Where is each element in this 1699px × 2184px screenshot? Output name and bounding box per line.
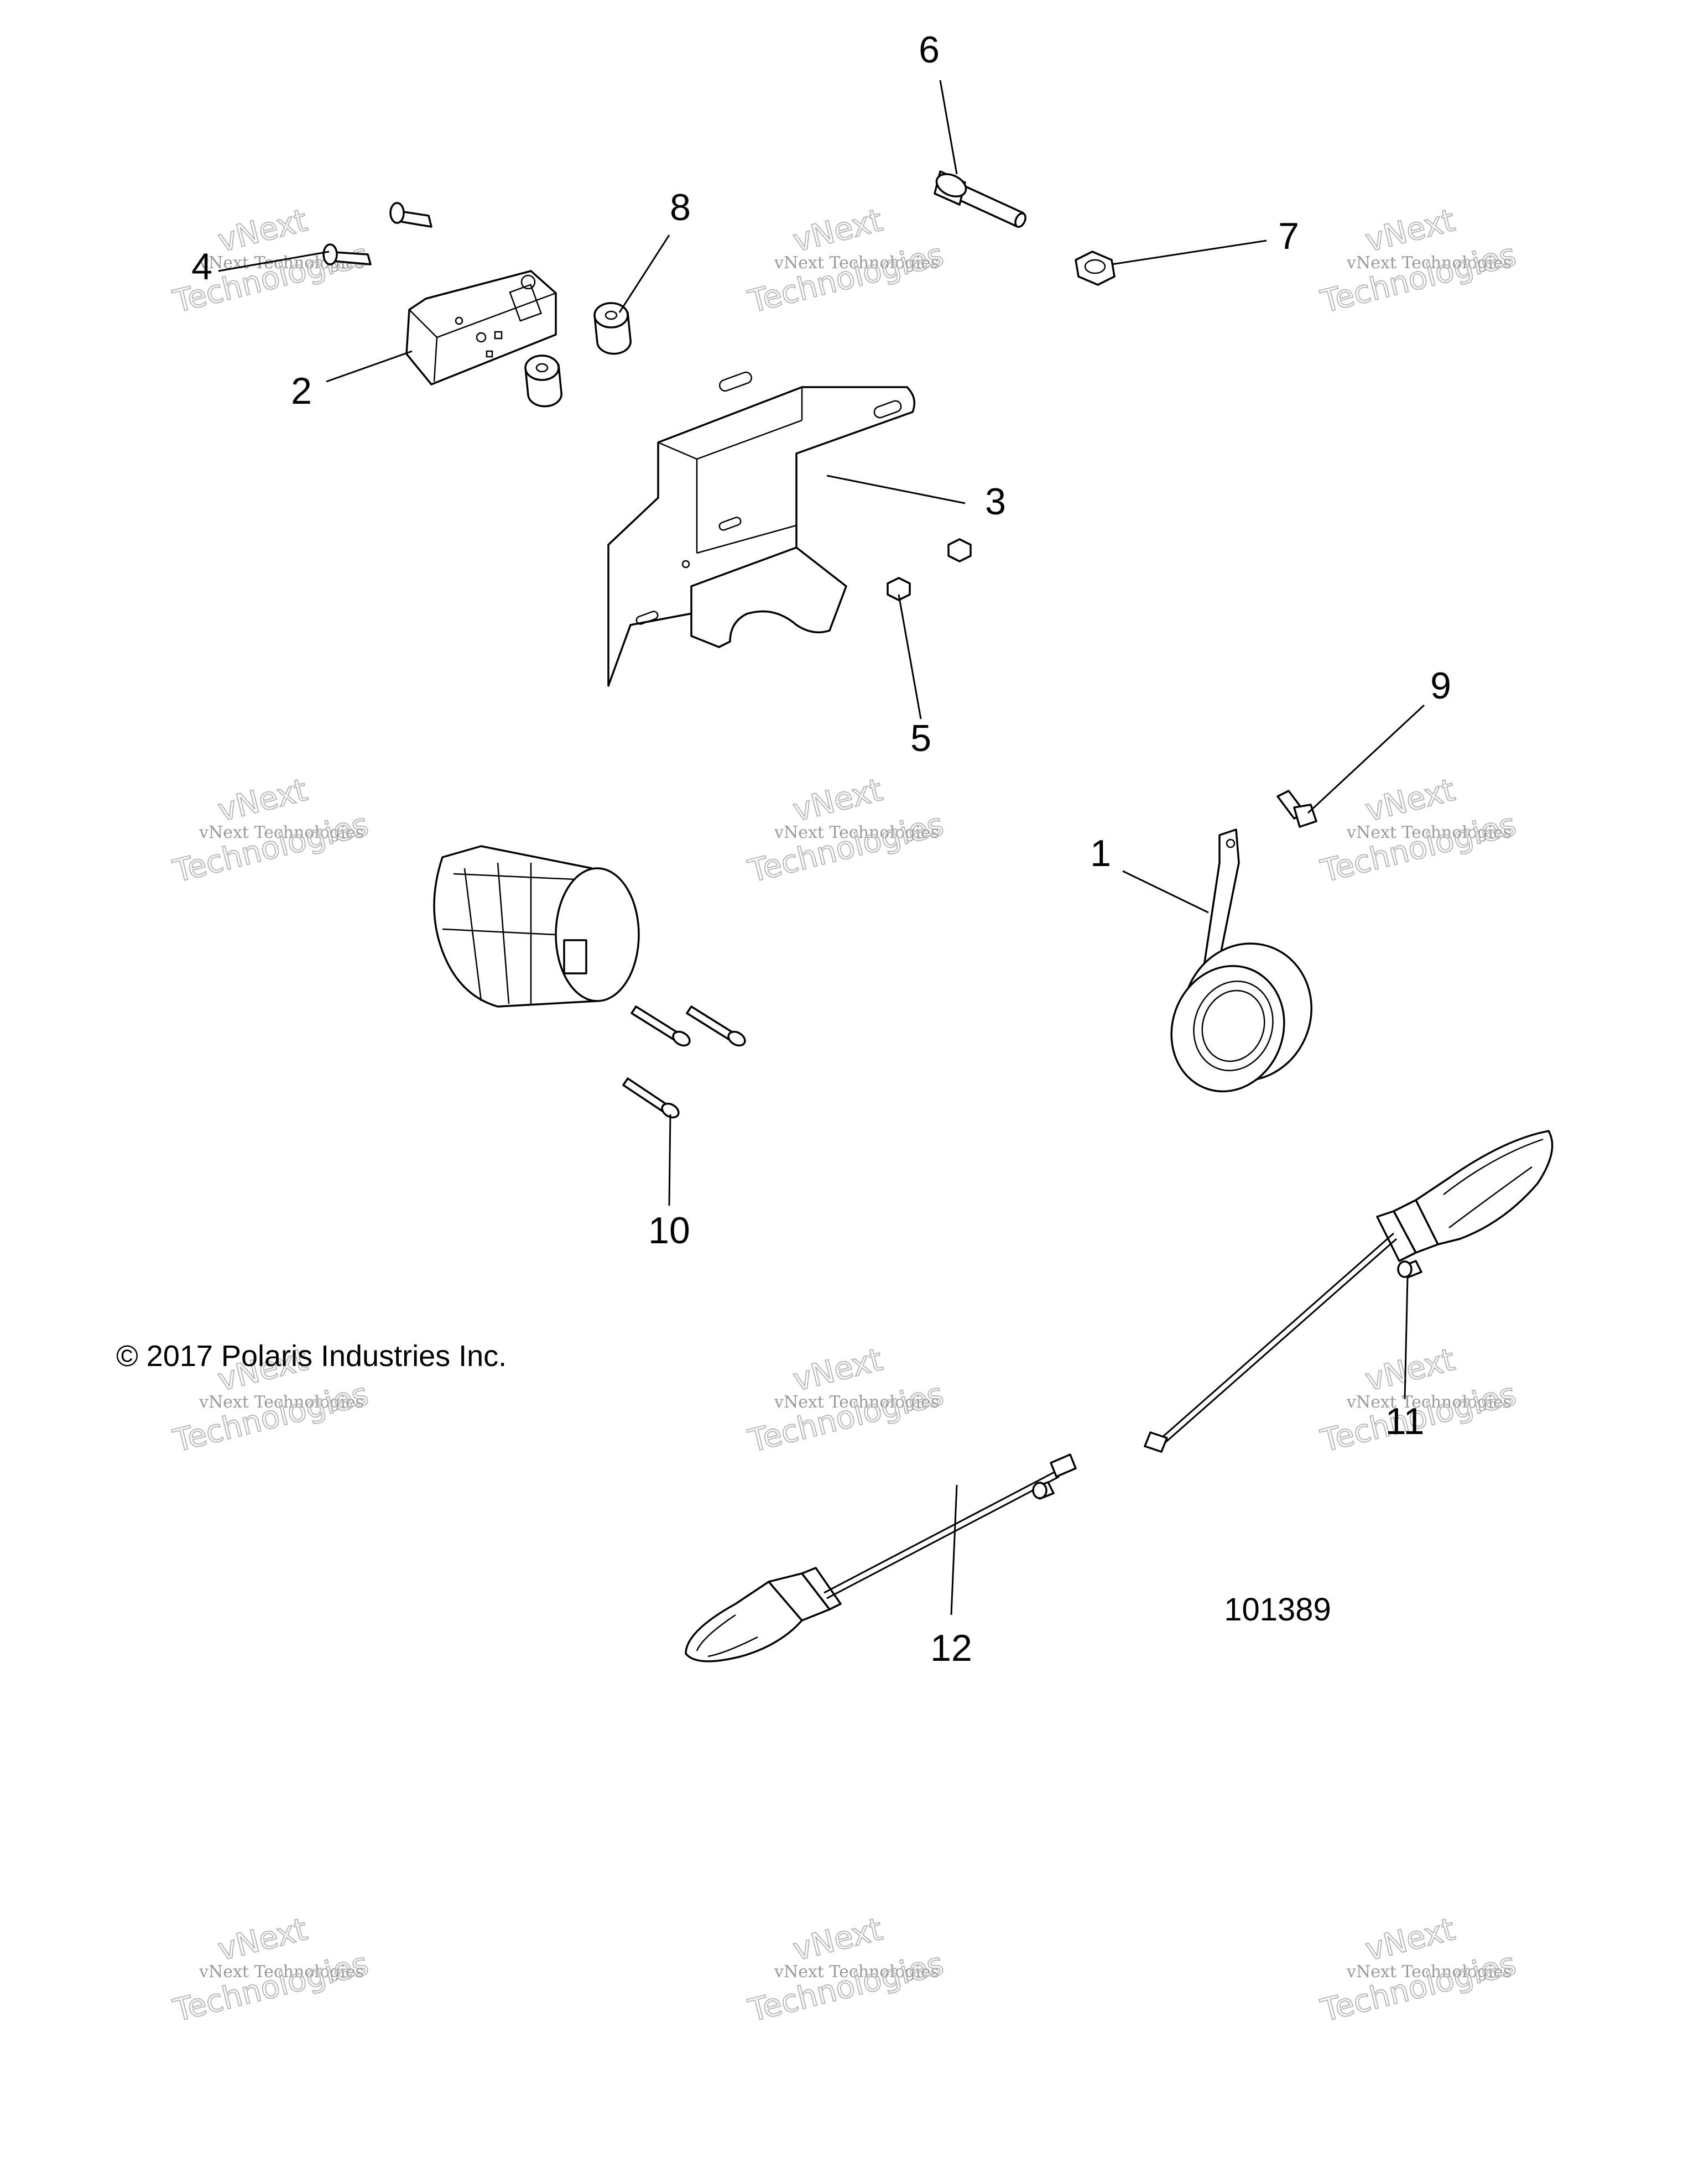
watermark-word-vnext: vNext: [215, 1911, 311, 1968]
callout-4[interactable]: 4: [191, 246, 212, 288]
watermark: vNext vNext Technologies Technologies: [1317, 1911, 1520, 2030]
part-10-screw: [622, 1005, 746, 1119]
watermark-grid: vNext vNext Technologies Technologies vN…: [169, 202, 1520, 2030]
watermark-word-vnext: vNext: [215, 202, 311, 259]
watermark-word-vnext: vNext: [790, 1342, 886, 1399]
watermark-word-vnext: vNext: [1362, 772, 1458, 829]
callout-7[interactable]: 7: [1278, 215, 1299, 257]
leader-11: [1404, 1277, 1409, 1400]
leader-3: [826, 475, 966, 504]
part-8-spacer: [524, 302, 632, 408]
watermark: vNext vNext Technologies Technologies: [1317, 202, 1520, 321]
watermark-caption: vNext Technologies: [1346, 1962, 1512, 1982]
watermark-word-technologies: Technologies: [170, 1376, 372, 1459]
watermark-word-technologies: Technologies: [745, 1376, 947, 1459]
part-5-nut: [887, 538, 972, 601]
watermark-word-technologies: Technologies: [1317, 1946, 1520, 2029]
watermark-caption: vNext Technologies: [199, 1393, 364, 1412]
watermark-word-vnext: vNext: [790, 1911, 886, 1968]
watermark-caption: vNext Technologies: [774, 1962, 939, 1982]
callout-8[interactable]: 8: [670, 186, 691, 228]
part-12-turn-signal: [685, 1453, 1077, 1662]
leader-9: [1307, 704, 1425, 814]
leader-2: [326, 350, 413, 383]
part-4-screw: [322, 202, 432, 265]
part-12-screw: [1032, 1481, 1055, 1500]
watermark-caption: vNext Technologies: [774, 253, 939, 273]
watermark-word-technologies: Technologies: [745, 237, 947, 320]
leader-lines: [218, 80, 1425, 1615]
callout-5[interactable]: 5: [910, 717, 931, 759]
callout-12[interactable]: 12: [930, 1627, 972, 1669]
callouts: 1 2 3 4 5 6 7 8 9 10 11 12: [191, 29, 1451, 1669]
part-9-bolt: [1276, 790, 1317, 828]
watermark-caption: vNext Technologies: [774, 823, 939, 842]
part-11-screw: [1397, 1260, 1422, 1279]
callout-2[interactable]: 2: [291, 370, 312, 412]
part-7-nut: [1075, 251, 1116, 286]
watermark-caption: vNext Technologies: [774, 1393, 939, 1412]
callout-11[interactable]: 11: [1385, 1400, 1425, 1442]
watermark-word-technologies: Technologies: [1317, 237, 1520, 320]
callout-1[interactable]: 1: [1090, 832, 1111, 874]
watermark: vNext vNext Technologies Technologies: [744, 202, 948, 321]
part-2-housing: [405, 270, 557, 385]
watermark-word-technologies: Technologies: [745, 806, 947, 889]
leader-1: [1122, 870, 1209, 914]
leader-5: [898, 594, 922, 720]
watermark-caption: vNext Technologies: [1346, 1393, 1512, 1412]
callout-10[interactable]: 10: [648, 1210, 690, 1252]
part-11-turn-signal: [1144, 1130, 1554, 1453]
watermark: vNext vNext Technologies Technologies: [169, 772, 373, 890]
part-number: 101389: [1224, 1592, 1331, 1628]
watermark-word-technologies: Technologies: [170, 1946, 372, 2029]
watermark-word-vnext: vNext: [790, 202, 886, 259]
callout-3[interactable]: 3: [985, 481, 1006, 523]
watermark-caption: vNext Technologies: [199, 1962, 364, 1982]
watermark-word-vnext: vNext: [1362, 1911, 1458, 1968]
copyright-text: © 2017 Polaris Industries Inc.: [116, 1339, 507, 1373]
leader-8: [618, 234, 670, 313]
part-1-horn: [1170, 828, 1312, 1093]
callout-6[interactable]: 6: [919, 29, 940, 71]
watermark: vNext vNext Technologies Technologies: [1317, 772, 1520, 890]
watermark-word-vnext: vNext: [1362, 202, 1458, 259]
watermark-word-technologies: Technologies: [745, 1946, 947, 2029]
watermark-word-vnext: vNext: [790, 772, 886, 829]
watermark: vNext vNext Technologies Technologies: [744, 1911, 948, 2030]
watermark-caption: vNext Technologies: [1346, 823, 1512, 842]
watermark-caption: vNext Technologies: [1346, 253, 1512, 273]
watermark: vNext vNext Technologies Technologies: [169, 1911, 373, 2030]
round-component: [433, 845, 640, 1008]
leader-4: [218, 251, 330, 272]
watermark-word-vnext: vNext: [1362, 1342, 1458, 1399]
leader-10: [668, 1114, 671, 1206]
part-3-bracket: [607, 371, 916, 687]
watermark-caption: vNext Technologies: [199, 823, 364, 842]
watermark-word-vnext: vNext: [215, 772, 311, 829]
leader-7: [1111, 239, 1267, 265]
leader-6: [939, 80, 958, 175]
watermark: vNext vNext Technologies Technologies: [744, 772, 948, 890]
callout-9[interactable]: 9: [1430, 665, 1451, 707]
watermark-word-technologies: Technologies: [1317, 806, 1520, 889]
watermark: vNext vNext Technologies Technologies: [744, 1341, 948, 1460]
part-6-bolt: [934, 170, 1026, 228]
watermark-word-technologies: Technologies: [170, 806, 372, 889]
leader-12: [950, 1484, 958, 1615]
